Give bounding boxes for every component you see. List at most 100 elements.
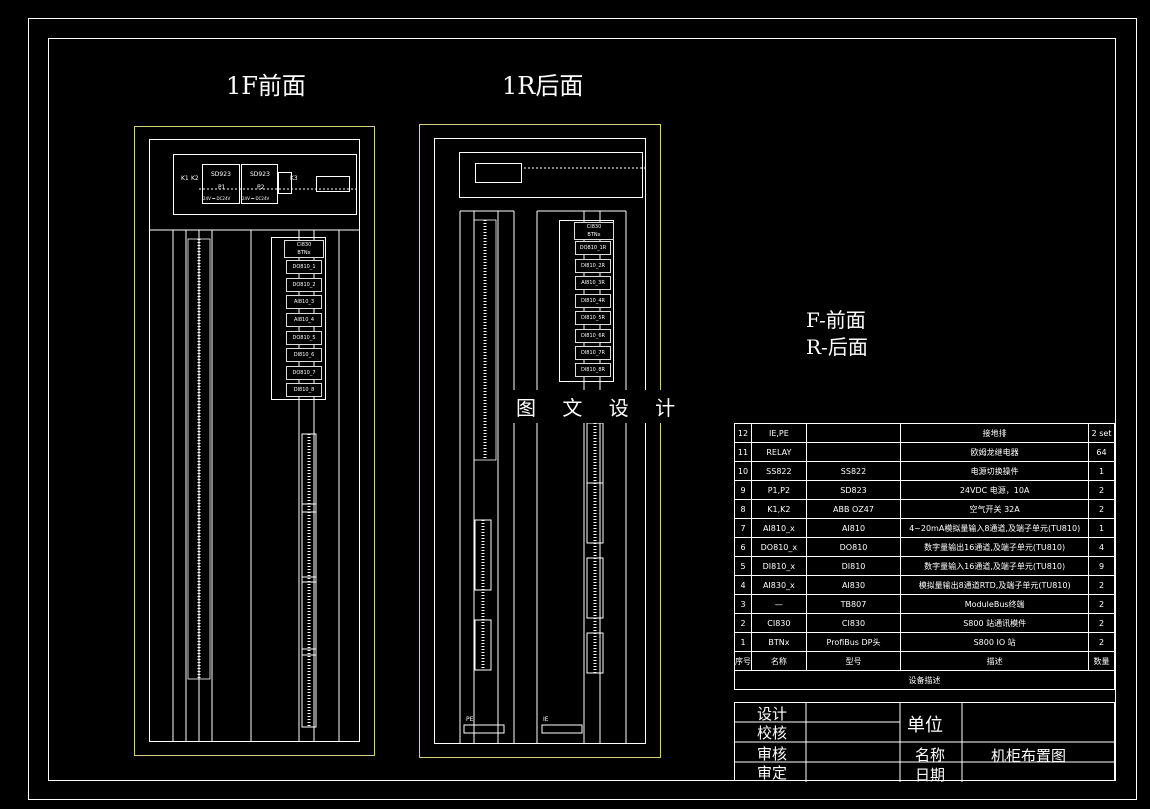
tb-name-label: 名称 bbox=[915, 746, 946, 764]
bom-header-no: 序号 bbox=[734, 651, 752, 671]
bom-cell-no: 1 bbox=[734, 632, 752, 652]
psu-p2: SD923 P2 24V ⎓ DC24V bbox=[241, 164, 278, 204]
bom-cell-qty: 64 bbox=[1088, 442, 1115, 462]
rear-io-module: DI810_4R bbox=[575, 294, 611, 308]
bom-cell-desc: 4~20mA模拟量输入8通道,及端子单元(TU810) bbox=[900, 518, 1090, 538]
front-power-panel bbox=[173, 154, 357, 215]
bom-cell-type: CI830 bbox=[805, 613, 902, 633]
tb-design-label: 设计 bbox=[757, 705, 788, 723]
rear-top-panel bbox=[459, 152, 643, 198]
rear-ie-label: IE bbox=[543, 716, 549, 723]
tb-date-label: 日期 bbox=[915, 766, 946, 784]
front-cabinet-outline bbox=[134, 126, 375, 756]
rear-view-title: 1R后面 bbox=[502, 72, 584, 100]
bom-cell-qty: 2 bbox=[1088, 499, 1115, 519]
bom-cell-name: K1,K2 bbox=[751, 499, 807, 519]
bom-cell-no: 3 bbox=[734, 594, 752, 614]
front-io-module: DI810_6 bbox=[286, 348, 322, 362]
bom-cell-no: 5 bbox=[734, 556, 752, 576]
bom-cell-qty: 2 bbox=[1088, 480, 1115, 500]
bom-cell-qty: 2 set bbox=[1088, 423, 1115, 443]
outer-border bbox=[28, 18, 1137, 800]
bom-cell-no: 11 bbox=[734, 442, 752, 462]
front-io-module: DO810_2 bbox=[286, 278, 322, 292]
bom-cell-type bbox=[805, 442, 902, 462]
bom-caption: 设备描述 bbox=[734, 670, 1115, 690]
bom-cell-qty: 2 bbox=[1088, 613, 1115, 633]
rear-comm-head-line2: BTNx bbox=[587, 232, 601, 238]
tb-review-label: 审核 bbox=[757, 745, 788, 763]
bom-header-name: 名称 bbox=[751, 651, 807, 671]
bom-cell-name: DO810_x bbox=[751, 537, 807, 557]
bom-cell-no: 7 bbox=[734, 518, 752, 538]
bom-cell-type: AI810 bbox=[805, 518, 902, 538]
bom-cell-qty: 2 bbox=[1088, 632, 1115, 652]
inner-border bbox=[48, 38, 1116, 781]
front-io-module: DO810_1 bbox=[286, 260, 322, 274]
bom-cell-qty: 2 bbox=[1088, 594, 1115, 614]
front-comm-head-line1: CI830 bbox=[296, 242, 312, 248]
bom-cell-type: AI830 bbox=[805, 575, 902, 595]
front-view-title: 1F前面 bbox=[226, 72, 306, 100]
bom-cell-name: AI810_x bbox=[751, 518, 807, 538]
bom-cell-qty: 1 bbox=[1088, 518, 1115, 538]
rear-cabinet-outline bbox=[419, 124, 661, 758]
bom-cell-name: SS822 bbox=[751, 461, 807, 481]
bom-cell-name: AI830_x bbox=[751, 575, 807, 595]
rear-io-module: DO810_1R bbox=[575, 241, 611, 255]
rear-cabinet-inner bbox=[434, 138, 646, 744]
bom-cell-desc: 电源切换操件 bbox=[900, 461, 1090, 481]
rear-comm-head-line1: CI830 bbox=[586, 224, 602, 230]
bom-header-qty: 数量 bbox=[1088, 651, 1115, 671]
rear-io-module: DI810_7R bbox=[575, 346, 611, 360]
breaker-k1: K1 bbox=[181, 175, 189, 182]
front-io-module: AI810_4 bbox=[286, 313, 322, 327]
bom-cell-name: — bbox=[751, 594, 807, 614]
rear-io-module: DI810_8R bbox=[575, 363, 611, 377]
tb-unit-label: 单位 bbox=[907, 715, 943, 736]
bom-cell-type: DI810 bbox=[805, 556, 902, 576]
bom-cell-desc: 数字量输入16通道,及端子单元(TU810) bbox=[900, 556, 1090, 576]
bom-cell-name: IE,PE bbox=[751, 423, 807, 443]
bom-cell-type: SD823 bbox=[805, 480, 902, 500]
psu-p1-label: SD923 bbox=[211, 171, 231, 178]
rear-io-module: DI810_5R bbox=[575, 311, 611, 325]
psu-p2-foot: 24V ⎓ DC24V bbox=[242, 196, 270, 201]
bom-cell-qty: 2 bbox=[1088, 575, 1115, 595]
bom-cell-no: 12 bbox=[734, 423, 752, 443]
bom-cell-desc: 欧姆龙继电器 bbox=[900, 442, 1090, 462]
front-io-module: DO810_5 bbox=[286, 331, 322, 345]
bom-cell-desc: 模拟量输出8通道RTD,及端子单元(TU810) bbox=[900, 575, 1090, 595]
bom-cell-type: ProfiBus DP头 bbox=[805, 632, 902, 652]
bom-cell-name: BTNx bbox=[751, 632, 807, 652]
bom-cell-desc: S800 IO 站 bbox=[900, 632, 1090, 652]
bom-cell-no: 9 bbox=[734, 480, 752, 500]
rear-comm-head: CI830 BTNx bbox=[574, 222, 614, 240]
bom-cell-desc: 24VDC 电源，10A bbox=[900, 480, 1090, 500]
bom-cell-qty: 1 bbox=[1088, 461, 1115, 481]
bom-cell-no: 10 bbox=[734, 461, 752, 481]
rear-pe-label: PE bbox=[466, 716, 474, 723]
bom-cell-type: TB807 bbox=[805, 594, 902, 614]
rear-io-module: DI810_6R bbox=[575, 329, 611, 343]
psu-p1-foot: 24V ⎓ DC24V bbox=[203, 196, 231, 201]
relay-ss822 bbox=[278, 172, 292, 194]
front-comm-head-line2: BTNx bbox=[297, 250, 311, 256]
tb-check-label: 校核 bbox=[757, 724, 788, 742]
watermark-text: 图 文 设 计 bbox=[510, 390, 692, 423]
bom-cell-name: CI830 bbox=[751, 613, 807, 633]
bom-cell-name: DI810_x bbox=[751, 556, 807, 576]
front-io-module: AI810_3 bbox=[286, 295, 322, 309]
bom-cell-desc: ModuleBus终端 bbox=[900, 594, 1090, 614]
